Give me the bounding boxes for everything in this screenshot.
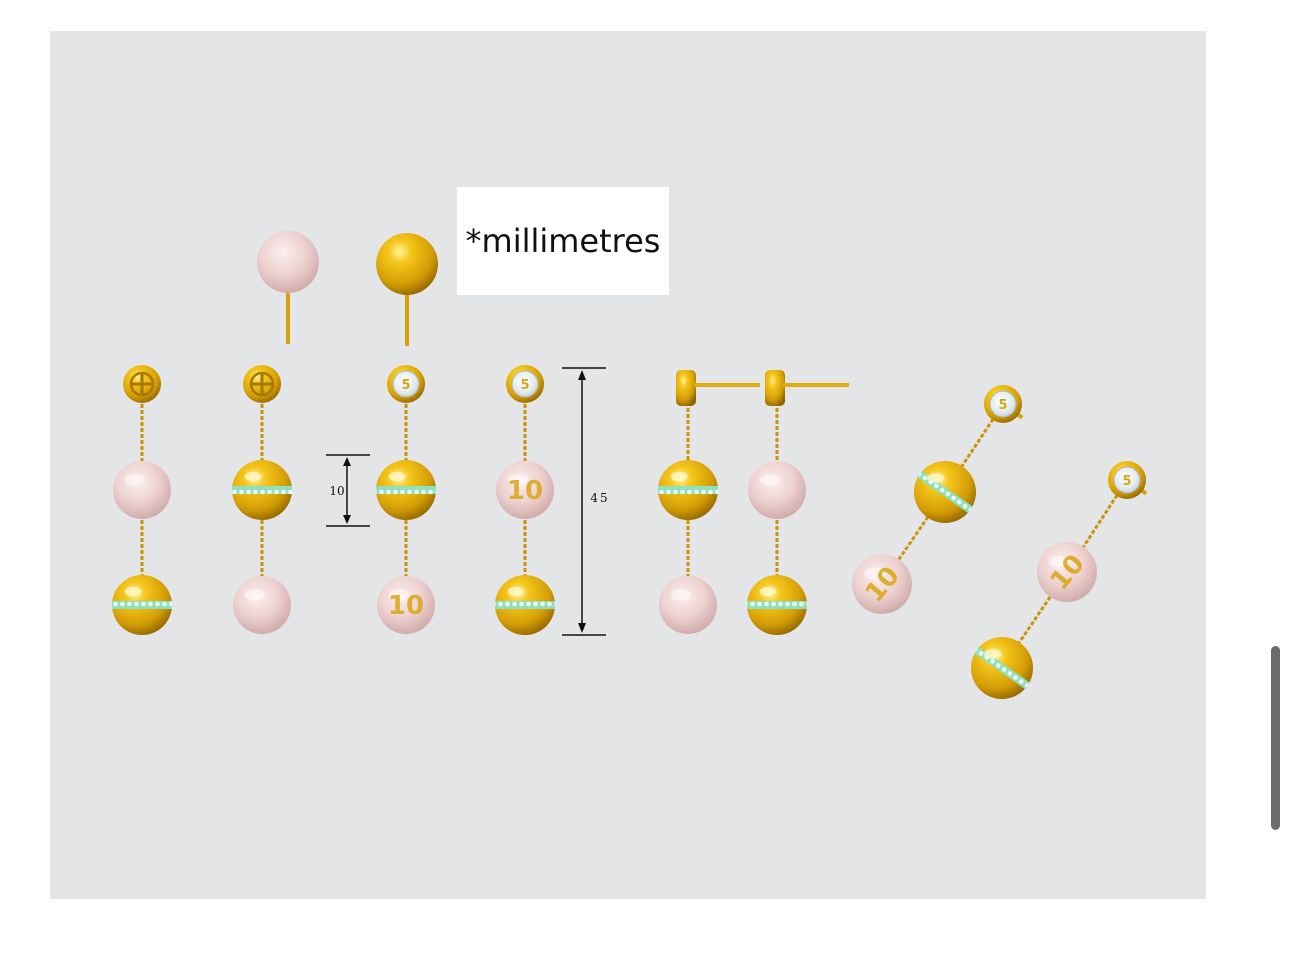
gemstone-band [232, 486, 292, 494]
pearl-sphere [233, 576, 291, 634]
diamond [511, 370, 539, 398]
highlight [244, 589, 265, 601]
vertical-scrollbar[interactable] [1271, 646, 1280, 830]
stud-number: 5 [520, 378, 529, 393]
gold-ball [658, 460, 718, 520]
pearl-ball [113, 461, 171, 519]
stud-block [676, 370, 696, 406]
arrow-head [343, 515, 351, 524]
earring-diagonal: 5 10 [852, 385, 1024, 614]
highlight [124, 474, 145, 486]
diamond-stud: 5 [984, 385, 1022, 423]
diamond-stud: 5 [1108, 461, 1146, 499]
highlight [927, 473, 945, 484]
arrow-head [343, 457, 351, 466]
cross-stud [123, 365, 161, 403]
highlight [670, 471, 688, 482]
highlight [388, 589, 409, 601]
highlight [984, 649, 1002, 660]
earring-vertical [232, 365, 292, 634]
dimension-label: 10 [329, 484, 344, 498]
pearl-ball [233, 576, 291, 634]
stud-number: 5 [998, 398, 1007, 413]
gold-ball [112, 575, 172, 635]
gold-ball [232, 460, 292, 520]
pearl-sphere [113, 461, 171, 519]
stud-ball [376, 233, 438, 295]
pearl-ball: 10 [852, 554, 912, 614]
post-stud [676, 370, 760, 406]
pearl-sphere [748, 461, 806, 519]
gold-ball [495, 575, 555, 635]
pearl-sphere [377, 576, 435, 634]
pearl-ball: 10 [496, 461, 554, 519]
design-canvas [50, 31, 1206, 899]
dimension-label: 45 [590, 491, 609, 505]
pearl-sphere [659, 576, 717, 634]
pearl-ball [748, 461, 806, 519]
pearl-sphere [1037, 542, 1097, 602]
highlight [759, 474, 780, 486]
earring-vertical: 5 10 [376, 365, 436, 634]
pearl-ball: 10 [1037, 542, 1097, 602]
dimension-ball-diameter: 10 [326, 454, 370, 527]
highlight [124, 586, 142, 597]
earring-post [694, 383, 760, 387]
pearl-sphere [852, 554, 912, 614]
gold-ball [914, 461, 976, 523]
gold-ball [376, 460, 436, 520]
highlight [244, 471, 262, 482]
earring-diagonal: 5 10 [971, 461, 1148, 699]
gold-stud-top [376, 233, 438, 346]
stud-number: 5 [401, 378, 410, 393]
diamond [989, 390, 1017, 418]
highlight [864, 567, 885, 580]
earring-post-style [747, 370, 849, 635]
pearl-sphere [496, 461, 554, 519]
highlight [1049, 555, 1070, 568]
engraved-number: 10 [507, 476, 543, 506]
arrow-head [578, 370, 586, 380]
gold-ball [747, 575, 807, 635]
earring-post [783, 383, 849, 387]
pearl-ball: 10 [377, 576, 435, 634]
earring-vertical: 5 10 [495, 365, 555, 635]
pearl-stud-top [257, 231, 319, 344]
earring-post-style [658, 370, 760, 634]
gemstone-band [747, 601, 807, 609]
unit-note-label: *millimetres [457, 187, 669, 295]
diamond-stud: 5 [506, 365, 544, 403]
stud-pin [286, 288, 290, 344]
stud-pin [405, 290, 409, 346]
diamond-stud: 5 [387, 365, 425, 403]
highlight [759, 586, 777, 597]
diamond [392, 370, 420, 398]
cross-stud [243, 365, 281, 403]
gold-ball [971, 637, 1033, 699]
gemstone-band [376, 486, 436, 494]
highlight [507, 474, 528, 486]
pearl-ball [659, 576, 717, 634]
gemstone-band [495, 601, 555, 609]
highlight [388, 471, 406, 482]
stud-ball [257, 231, 319, 293]
arrow-head [578, 623, 586, 633]
post-stud [765, 370, 849, 406]
gemstone-band [112, 601, 172, 609]
stud-number: 5 [1122, 474, 1131, 489]
highlight [507, 586, 525, 597]
earring-vertical [112, 365, 172, 635]
stud-block [765, 370, 785, 406]
dimension-total-length: 45 [562, 367, 609, 636]
gemstone-band [658, 486, 718, 494]
diamond [1113, 466, 1141, 494]
highlight [670, 589, 691, 601]
engraved-number: 10 [388, 591, 424, 621]
